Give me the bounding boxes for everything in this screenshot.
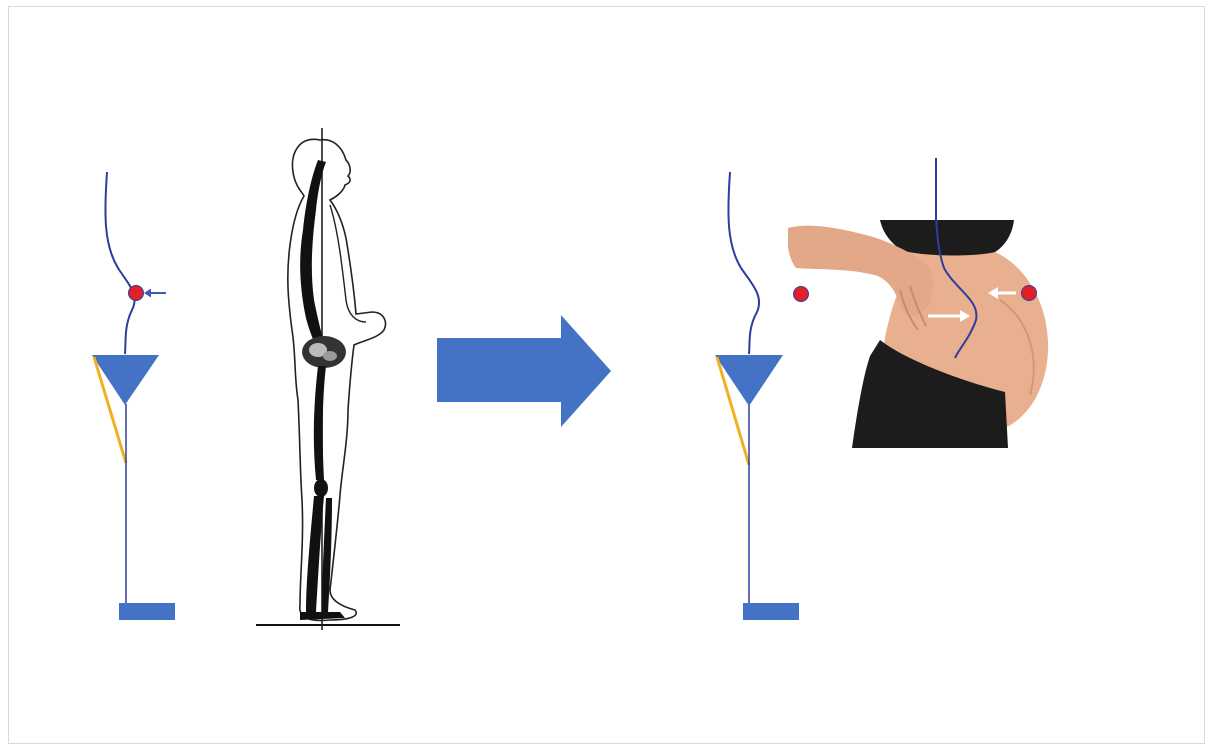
right-base-rectangle (743, 603, 799, 620)
transition-right-arrow-icon (437, 315, 611, 427)
left-base-rectangle (119, 603, 175, 620)
left-small-arrow-icon (144, 289, 166, 298)
pregnant-woman-photo (787, 158, 1048, 448)
left-spine-curve (105, 172, 134, 354)
right-center-of-mass-dot (794, 287, 809, 302)
body-outline (288, 139, 386, 620)
standing-skeleton-illustration (256, 128, 400, 630)
photo-center-of-mass-dot (1022, 286, 1037, 301)
right-spine-curve (728, 172, 759, 354)
left-posture-diagram (92, 172, 175, 620)
left-center-of-mass-dot (129, 286, 144, 301)
